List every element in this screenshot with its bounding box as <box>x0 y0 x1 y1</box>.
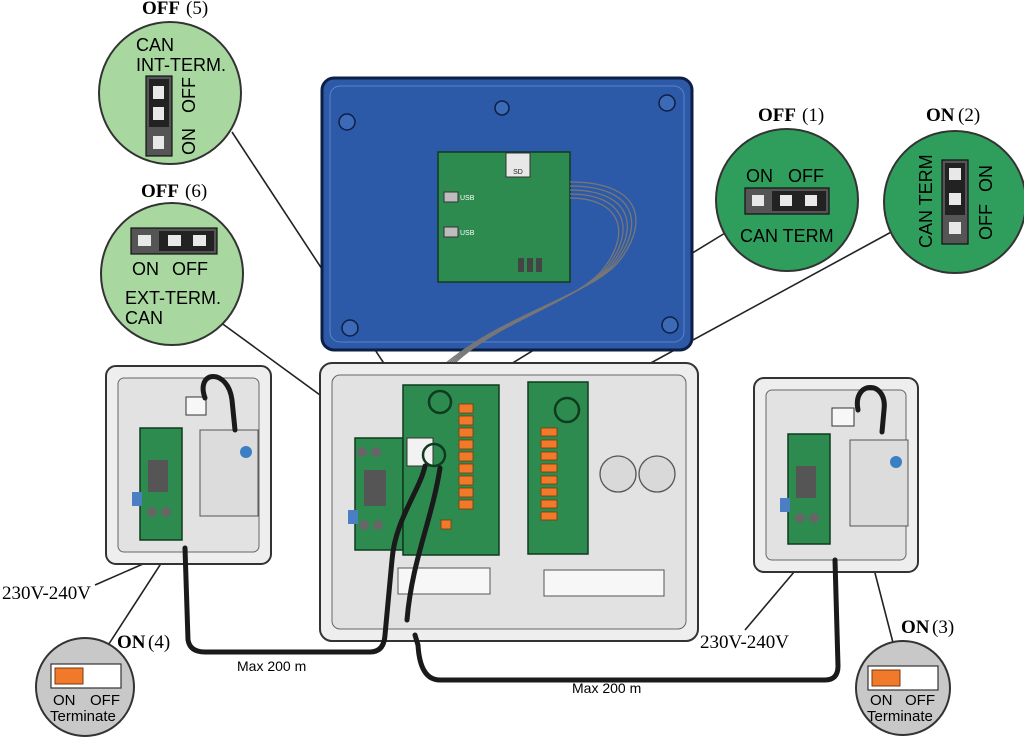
screw-icon <box>658 94 676 112</box>
jumper-pin-icon <box>168 235 181 246</box>
jumper-pin-icon <box>949 193 961 205</box>
sd-label: SD <box>513 169 523 176</box>
controller-board <box>402 384 500 556</box>
number-label: (6) <box>185 181 207 202</box>
can-label: CAN <box>136 35 174 55</box>
terminate-label: Terminate <box>50 708 116 725</box>
on-label: ON <box>746 166 773 186</box>
jumper-pin-icon <box>153 86 164 99</box>
off-label: OFF <box>905 692 935 709</box>
ribbon-cable <box>411 181 637 399</box>
highlight-can-term <box>553 396 581 424</box>
state-label: ON <box>901 617 930 638</box>
jumper-pin-icon <box>805 195 817 206</box>
main-enclosure <box>319 362 699 642</box>
can-cables <box>182 374 887 683</box>
jumper-pin-icon <box>138 235 151 246</box>
state-label: OFF <box>141 181 179 202</box>
can-label: CAN <box>125 308 163 328</box>
terminate-label: Terminate <box>867 708 933 725</box>
callout-can-term-expansion: ON (2) CAN TERM ON OFF <box>883 105 1024 274</box>
highlight-int-term <box>427 389 453 415</box>
can-term-label: CAN TERM <box>740 226 834 246</box>
int-term-label: INT-TERM. <box>136 55 226 75</box>
on-label: ON <box>870 692 893 709</box>
jumper-pin-icon <box>153 107 164 120</box>
on-label: ON <box>53 692 76 709</box>
on-label: ON <box>179 128 199 155</box>
off-label: OFF <box>788 166 824 186</box>
dip-switch-knob <box>54 667 84 685</box>
ext-term-label: EXT-TERM. <box>125 288 221 308</box>
on-label: ON <box>976 165 996 192</box>
callout-int-term: OFF (5) CAN INT-TERM. OFF ON <box>98 0 242 165</box>
number-label: (4) <box>148 632 170 653</box>
callout-ext-term: OFF (6) ON OFF EXT-TERM. CAN <box>100 181 244 346</box>
callout-terminate-left: ON (4) ON OFF Terminate <box>35 632 170 737</box>
voltage-label-right: 230V-240V <box>700 632 789 653</box>
state-label: OFF <box>142 0 180 19</box>
callout-can-term-main: OFF (1) ON OFF CAN TERM <box>715 105 859 272</box>
remote-box-left <box>105 365 272 565</box>
highlight-ext-term <box>421 442 447 468</box>
sd-slot <box>505 152 531 178</box>
usb-label-1: USB <box>460 195 475 202</box>
screw-icon <box>341 319 359 337</box>
on-label: ON <box>132 259 159 279</box>
state-label: ON <box>117 632 146 653</box>
voltage-label-left: 230V-240V <box>2 583 91 604</box>
cable-length-right: Max 200 m <box>572 680 641 696</box>
usb-label-2: USB <box>460 230 475 237</box>
screw-icon <box>494 100 510 116</box>
callout-terminate-right: ON (3) ON OFF Terminate <box>855 617 954 736</box>
jumper-pin-icon <box>193 235 206 246</box>
number-label: (3) <box>932 617 954 638</box>
jumper-pin-icon <box>949 168 961 180</box>
relay-column-2 <box>540 427 558 521</box>
number-label: (1) <box>802 105 824 126</box>
display-panel: SD USB USB <box>320 76 694 352</box>
state-label: OFF <box>758 105 796 126</box>
screw-icon <box>338 113 356 131</box>
state-label: ON <box>926 105 955 126</box>
cable-length-left: Max 200 m <box>237 658 306 674</box>
terminal-strip-right <box>543 569 665 597</box>
can-term-label: CAN TERM <box>916 154 936 248</box>
off-label: OFF <box>172 259 208 279</box>
relay-column-1 <box>440 403 474 530</box>
off-label: OFF <box>976 204 996 240</box>
number-label: (2) <box>958 105 980 126</box>
off-label: OFF <box>90 692 120 709</box>
off-label: OFF <box>179 77 199 113</box>
dip-switch-knob <box>871 669 901 687</box>
jumper-pin-icon <box>949 222 961 234</box>
usb-port-1 <box>443 191 459 203</box>
number-label: (5) <box>186 0 208 19</box>
remote-box-right <box>753 377 919 573</box>
jumper-pin-icon <box>780 195 792 206</box>
jumper-pin-icon <box>153 136 164 149</box>
usb-port-2 <box>443 226 459 238</box>
screw-icon <box>661 316 679 334</box>
jumper-pin-icon <box>752 195 764 206</box>
display-board <box>437 151 571 283</box>
